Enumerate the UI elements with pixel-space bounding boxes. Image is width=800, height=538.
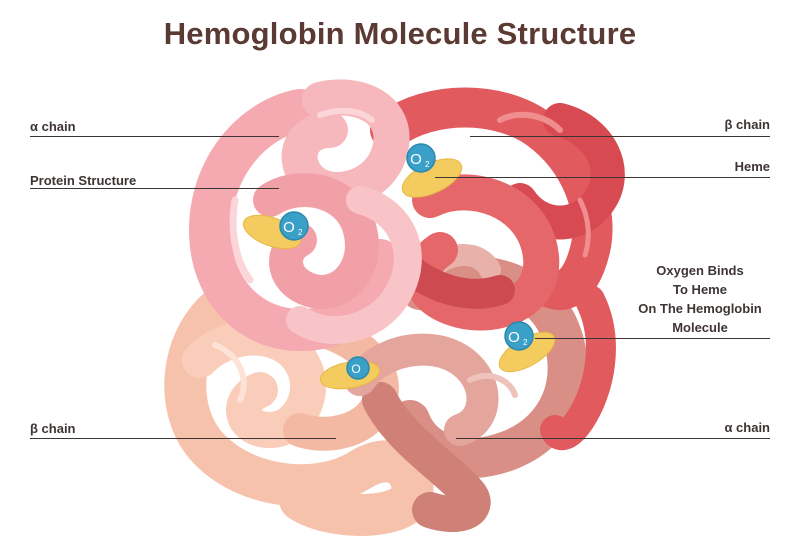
o2-label: O xyxy=(410,151,422,168)
label-oxygen-binds-line-1: Oxygen Binds xyxy=(656,263,744,278)
o2-subscript: 2 xyxy=(298,228,303,237)
label-oxygen-binds-line-2: To Heme xyxy=(673,282,727,297)
leader-line-alpha-chain-top-left xyxy=(30,136,279,137)
leader-line-beta-chain-top-right xyxy=(470,136,770,137)
oxygen-icon-2: O 2 xyxy=(279,211,309,241)
leader-line-beta-chain-bottom-left xyxy=(30,438,336,439)
beta-chain-top-right-shape xyxy=(370,87,625,451)
leader-line-heme xyxy=(435,177,770,178)
label-alpha-chain-top-left: α chain xyxy=(30,119,76,134)
o2-label: O xyxy=(283,219,295,236)
page-title: Hemoglobin Molecule Structure xyxy=(163,16,637,51)
oxygen-icon-1: O 2 xyxy=(406,143,436,173)
o2-label: O xyxy=(351,362,360,376)
o2-subscript: 2 xyxy=(523,338,528,347)
leader-line-oxygen-binds xyxy=(535,338,770,339)
label-oxygen-binds-line-4: Molecule xyxy=(672,320,728,335)
leader-line-alpha-chain-bottom-right xyxy=(456,438,770,439)
alpha-chain-top-left-shape xyxy=(189,79,422,351)
o2-label: O xyxy=(508,329,520,346)
label-oxygen-binds: Oxygen Binds To Heme On The Hemoglobin M… xyxy=(630,261,770,337)
label-heme: Heme xyxy=(734,159,770,174)
label-beta-chain-bottom-left: β chain xyxy=(30,421,76,436)
o2-subscript: 2 xyxy=(425,160,430,169)
leader-line-protein-structure xyxy=(30,188,279,189)
oxygen-icon-4: O 2 xyxy=(504,321,534,351)
oxygen-icon-3: O xyxy=(346,356,370,380)
label-protein-structure: Protein Structure xyxy=(30,173,137,188)
oxygen-molecules: O 2 O 2 O O 2 xyxy=(279,143,534,380)
label-alpha-chain-bottom-right: α chain xyxy=(724,420,770,435)
label-beta-chain-top-right: β chain xyxy=(724,117,771,132)
label-oxygen-binds-line-3: On The Hemoglobin xyxy=(638,301,762,316)
